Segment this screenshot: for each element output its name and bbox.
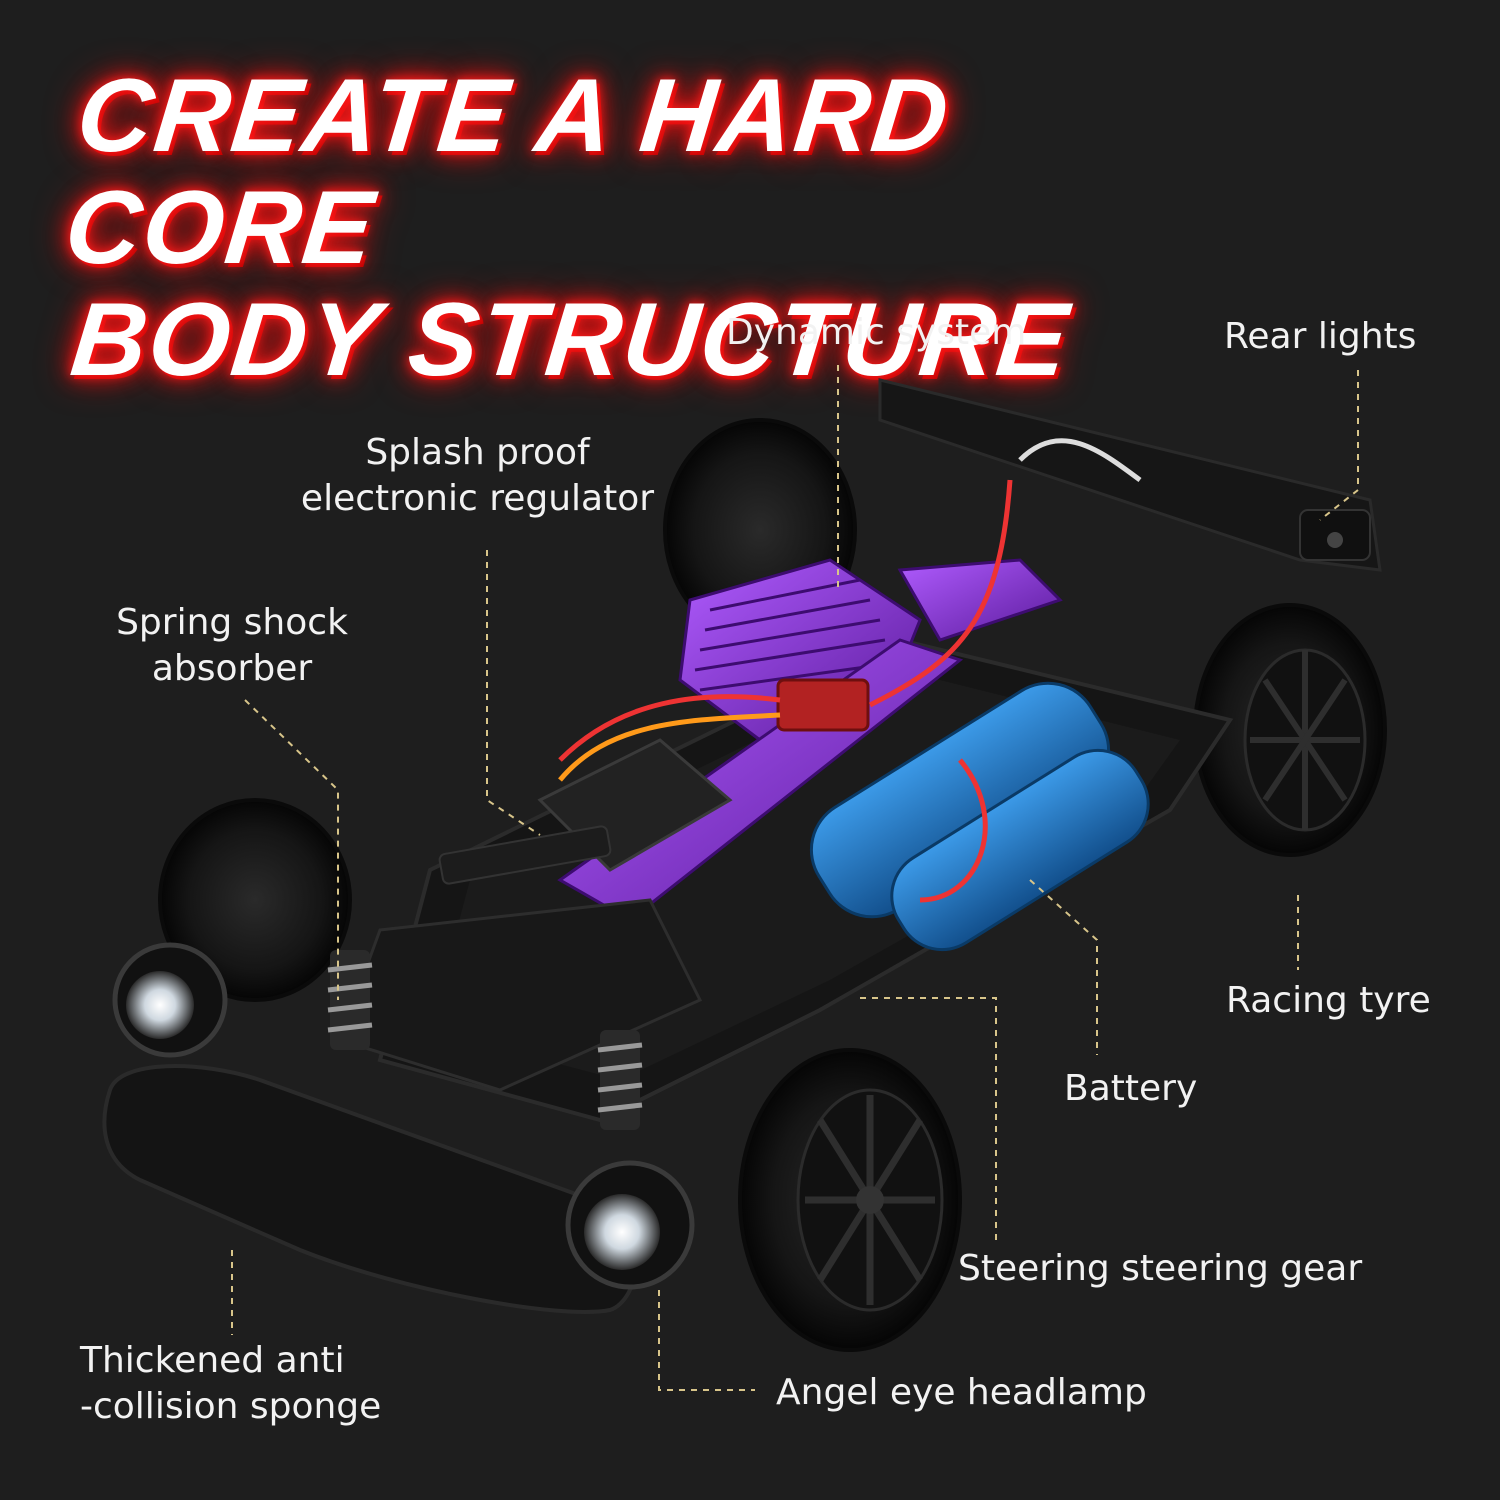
label-splash-proof-line-2: electronic regulator xyxy=(300,478,655,519)
wiring xyxy=(558,438,1142,903)
label-splash-proof: Splash proof electronic regulator xyxy=(300,430,655,522)
front-bumper-sponge xyxy=(102,1064,641,1314)
headlamp-right xyxy=(565,1160,695,1290)
label-steering-gear: Steering steering gear xyxy=(958,1248,1363,1289)
leader-spring-shock xyxy=(244,699,339,1000)
leader-headlamp xyxy=(658,1290,755,1391)
leader-battery xyxy=(1029,879,1098,1055)
front-suspension xyxy=(327,825,703,1130)
label-headlamp: Angel eye headlamp xyxy=(776,1372,1147,1413)
label-sponge: Thickened anti -collision sponge xyxy=(80,1338,381,1430)
rear-right-tyre xyxy=(1193,603,1387,857)
battery-pack xyxy=(809,681,1150,952)
label-spring-shock-line-1: Spring shock xyxy=(116,602,348,643)
spring-shock-absorber-right xyxy=(597,1030,643,1130)
leader-rear-lights xyxy=(1319,370,1359,521)
spring-shock-absorber-left xyxy=(327,950,373,1050)
label-racing-tyre: Racing tyre xyxy=(1226,980,1431,1021)
label-spring-shock-line-2: absorber xyxy=(151,648,313,689)
front-right-tyre xyxy=(738,1048,962,1352)
battery-connector xyxy=(776,678,870,732)
label-sponge-line-2: -collision sponge xyxy=(80,1386,382,1427)
front-left-tyre xyxy=(158,798,352,1002)
label-battery: Battery xyxy=(1064,1068,1198,1109)
label-sponge-line-1: Thickened anti xyxy=(80,1340,345,1381)
label-splash-proof-line-1: Splash proof xyxy=(365,432,590,473)
leader-splash-proof xyxy=(486,550,541,836)
leader-steering-gear xyxy=(860,997,997,1240)
label-spring-shock: Spring shock absorber xyxy=(112,600,352,692)
label-rear-lights: Rear lights xyxy=(1224,316,1417,357)
label-dynamic-system: Dynamic system xyxy=(726,312,1027,353)
leader-lines xyxy=(231,365,1359,1391)
headlamp-left xyxy=(112,942,228,1058)
